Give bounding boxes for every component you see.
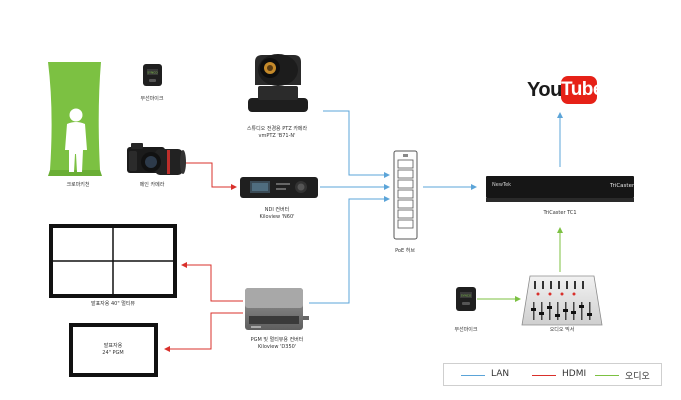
label-poe-switch: PoE 허브 (395, 248, 415, 254)
poe-switch-device (393, 150, 418, 240)
ndi-converter-device (240, 177, 318, 198)
lan-line-ptz-to-switch (323, 110, 390, 178)
tricaster-device: NewTek TriCaster (486, 176, 635, 202)
label-pgm-converter: PGM 및 멀티뷰용 컨버터 Kiloview 'D350' (250, 337, 304, 350)
youtube-logo-you: You (527, 79, 562, 101)
hdmi-line-d350-to-monitor-small (164, 312, 243, 352)
label-chroma-key: 크로마키천 (66, 182, 90, 188)
main-camera (127, 143, 186, 175)
lan-connections (309, 110, 563, 304)
label-monitor-small: 발표자용 24" PGM (102, 343, 124, 356)
tricaster-model-text: TriCaster (609, 183, 635, 189)
hdmi-connections (164, 162, 243, 352)
youtube-logo-tube: Tube (561, 79, 603, 100)
pgm-converter-device (245, 288, 309, 330)
legend: LAN HDMI 오디오 (443, 363, 662, 386)
audio-mixer-device (521, 275, 603, 326)
label-main-camera: 메인 카메라 (139, 182, 165, 188)
label-audio-mixer: 오디오 믹서 (549, 327, 575, 333)
legend-label-lan: LAN (491, 369, 510, 379)
audio-connections (477, 227, 563, 302)
label-wireless-mic-bottom: 무선마이크 (454, 327, 478, 333)
person-silhouette-icon (65, 108, 87, 172)
hdmi-line-d350-to-monitor-big (181, 262, 243, 302)
label-wireless-mic-top: 무선마이크 (140, 96, 164, 102)
hdmi-line-camera-to-ndi (183, 162, 237, 190)
legend-label-audio: 오디오 (625, 372, 650, 382)
wireless-mic-top: SYNCO (143, 64, 162, 86)
monitor-multiview-40 (49, 224, 177, 298)
label-tricaster: TriCaster TC1 (543, 210, 577, 216)
lan-line-d350-to-switch (309, 196, 390, 304)
chroma-key-backdrop (48, 62, 102, 176)
legend-line-audio (595, 375, 619, 376)
youtube-logo-box: Tube (561, 76, 603, 104)
mic-brand-bottom: SYNCO (461, 294, 472, 298)
mic-brand-top: SYNCO (147, 71, 158, 75)
legend-line-hdmi (532, 375, 556, 376)
monitor-pgm-24 (69, 323, 158, 377)
wireless-mic-bottom: SYNCO (456, 287, 476, 311)
youtube-logo: You Tube (527, 74, 603, 106)
tricaster-brand-text: NewTek (492, 182, 511, 188)
ptz-camera (248, 54, 308, 112)
label-monitor-big: 발표자용 40" 멀티뷰 (90, 301, 136, 307)
label-ndi-converter: NDI 컨버터 Kiloview 'N60' (259, 207, 295, 220)
label-ptz-camera: 스튜디오 전경용 PTZ 카메라 vmPTZ 'B71-N' (246, 126, 308, 139)
legend-line-lan (461, 375, 485, 376)
legend-label-hdmi: HDMI (562, 369, 587, 379)
